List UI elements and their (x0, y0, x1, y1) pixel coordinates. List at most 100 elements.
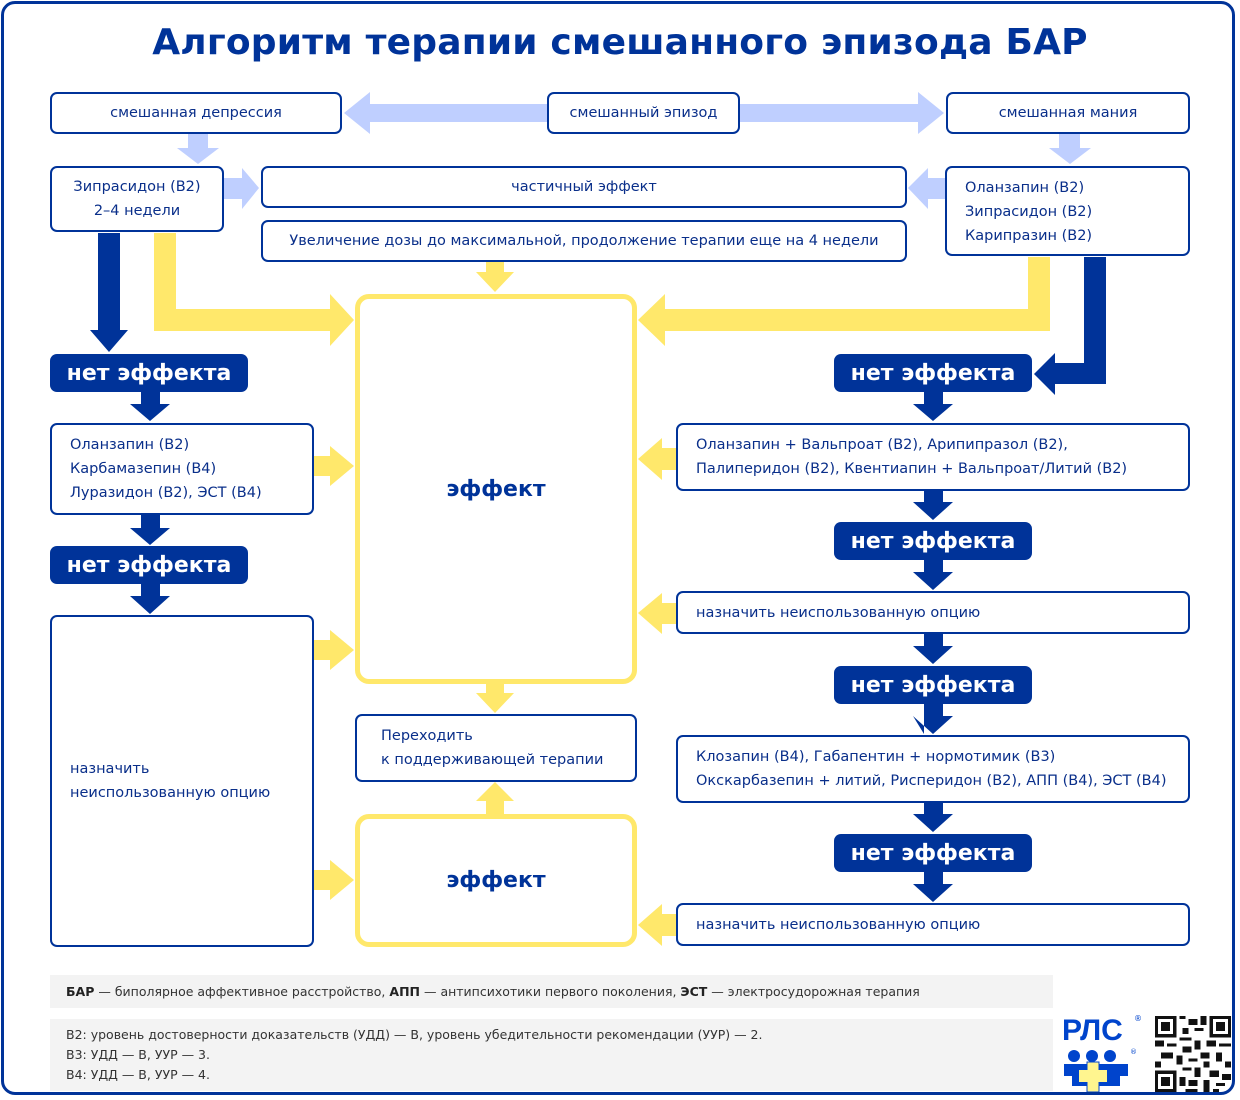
arrow-left3-to-effect-bottom (314, 860, 354, 900)
arrow-right-down-2 (913, 490, 953, 520)
no-effect-label: нет эффекта (850, 528, 1016, 554)
effect-bottom-box: эффект (355, 814, 637, 947)
arrow-left-down-3 (130, 584, 170, 614)
qr-code (1155, 1016, 1231, 1092)
evidence-level-line: В3: УДД — В, УУР — 3. (66, 1047, 210, 1062)
no-effect-badge-left-1: нет эффекта (50, 354, 248, 392)
no-effect-label: нет эффекта (850, 672, 1016, 698)
mixed-episode-box: смешанный эпизод (547, 92, 740, 134)
maintenance-box: Переходить к поддерживающей терапии (355, 714, 637, 782)
mixed-depression-box: смешанная депрессия (50, 92, 342, 134)
no-effect-badge-right-4: нет эффекта (834, 834, 1032, 872)
svg-text:®: ® (1130, 1048, 1137, 1056)
right-first-line-box: Оланзапин (В2) Зипрасидон (В2) Карипрази… (945, 166, 1190, 256)
arrow-depression-down (177, 134, 219, 164)
arrow-right-elbow-no-effect (1034, 257, 1106, 395)
left-first-line-drug: Зипрасидон (В2) (73, 179, 201, 195)
left-unused-option-box: назначить неиспользованную опцию (50, 615, 314, 947)
arrow-right-to-partial (908, 168, 946, 209)
abbr-def: — биполярное аффективное расстройство, (94, 984, 390, 999)
effect-main-label: эффект (446, 476, 546, 502)
arrow-left-no-effect-1 (90, 233, 128, 352)
arrow-dose-to-effect (476, 262, 514, 292)
effect-bottom-label: эффект (446, 868, 546, 893)
partial-effect-label: частичный эффект (511, 179, 657, 195)
right-third-line-item: Окскарбазепин + литий, Рисперидон (В2), … (696, 773, 1167, 789)
right-first-line-item: Карипразин (В2) (965, 228, 1093, 244)
dose-increase-label: Увеличение дозы до максимальной, продолж… (289, 233, 879, 249)
left-second-line-box: Оланзапин (В2) Карбамазепин (В4) Луразид… (50, 423, 314, 515)
no-effect-badge-left-2: нет эффекта (50, 546, 248, 584)
arrow-to-mixed-mania (738, 92, 944, 134)
rls-logo: РЛС ® ® (1062, 1014, 1146, 1092)
right-second-line-item: Палиперидон (В2), Квентиапин + Вальпроат… (696, 461, 1128, 477)
right-first-line-item: Зипрасидон (В2) (965, 204, 1093, 220)
left-second-line-item: Карбамазепин (В4) (70, 461, 217, 477)
no-effect-badge-right-1: нет эффекта (834, 354, 1032, 392)
abbreviations-note: БАР — биполярное аффективное расстройств… (50, 975, 1053, 1008)
rls-logo-emblem: ® (1064, 1048, 1137, 1092)
no-effect-badge-right-2: нет эффекта (834, 522, 1032, 560)
left-first-line-box: Зипрасидон (В2) 2–4 недели (50, 166, 224, 232)
arrow-left3-to-effect (314, 630, 354, 670)
maintenance-line: к поддерживающей терапии (381, 752, 604, 768)
arrow-right3-to-effect (638, 593, 677, 634)
page-title: Алгоритм терапии смешанного эпизода БАР (152, 22, 1088, 63)
right-second-line-item: Оланзапин + Вальпроат (В2), Арипипразол … (696, 437, 1068, 453)
arrow-left-down-2 (130, 515, 170, 545)
no-effect-badge-right-3: нет эффекта (834, 666, 1032, 704)
right-second-line-box: Оланзапин + Вальпроат (В2), Арипипразол … (676, 423, 1190, 491)
evidence-level-line: В2: уровень достоверности доказательств … (66, 1027, 763, 1042)
arrow-right-down-4 (913, 634, 953, 664)
no-effect-label: нет эффекта (66, 552, 232, 578)
mixed-depression-label: смешанная депрессия (110, 105, 282, 121)
evidence-levels-note: В2: уровень достоверности доказательств … (50, 1019, 1053, 1091)
arrow-effect-to-maintenance (476, 683, 514, 713)
left-unused-option-line: неиспользованную опцию (70, 785, 271, 801)
abbr-term: ЭСТ (680, 984, 708, 999)
abbr-term: БАР (66, 984, 95, 999)
evidence-level-line: В4: УДД — В, УУР — 4. (66, 1067, 210, 1082)
arrow-right-down-3 (913, 560, 953, 590)
rls-logo-text: РЛС (1062, 1014, 1123, 1047)
abbr-term: АПП (389, 984, 420, 999)
arrow-effect-bottom-to-maintenance (476, 782, 514, 814)
arrow-right4-to-effect-bottom (638, 904, 677, 946)
arrow-right2-to-effect (638, 438, 677, 480)
abbr-def: — антипсихотики первого поколения, (420, 984, 681, 999)
arrow-mania-down (1049, 134, 1091, 164)
mixed-mania-label: смешанная мания (998, 105, 1138, 121)
mixed-mania-box: смешанная мания (946, 92, 1190, 134)
right-first-line-item: Оланзапин (В2) (965, 180, 1085, 196)
arrow-right-down-7 (913, 872, 953, 902)
arrow-left-yellow-elbow (154, 233, 354, 346)
left-second-line-item: Луразидон (В2), ЭСТ (В4) (70, 485, 262, 501)
effect-main-box: эффект (355, 294, 637, 684)
mixed-episode-label: смешанный эпизод (569, 105, 718, 121)
arrow-left-down-1 (130, 392, 170, 421)
no-effect-label: нет эффекта (850, 360, 1016, 386)
arrow-to-mixed-depression (344, 92, 548, 134)
left-second-line-item: Оланзапин (В2) (70, 437, 190, 453)
right-unused-option-box-2: назначить неиспользованную опцию (676, 903, 1190, 946)
abbr-def: — электросудорожная терапия (707, 984, 920, 999)
no-effect-label: нет эффекта (66, 360, 232, 386)
registered-mark: ® (1134, 1014, 1142, 1023)
arrow-left2-to-effect (314, 446, 354, 486)
arrow-right-down-6 (913, 802, 953, 832)
right-unused-option-label: назначить неиспользованную опцию (696, 916, 981, 933)
no-effect-label: нет эффекта (850, 840, 1016, 866)
right-unused-option-label: назначить неиспользованную опцию (696, 604, 981, 621)
arrow-right-down-1 (913, 392, 953, 421)
right-third-line-item: Клозапин (В4), Габапентин + нормотимик (… (696, 749, 1056, 765)
partial-effect-box: частичный эффект (261, 166, 907, 208)
arrow-right-yellow-elbow (638, 257, 1050, 346)
right-third-line-box: Клозапин (В4), Габапентин + нормотимик (… (676, 735, 1190, 803)
arrow-left-to-partial (223, 168, 259, 209)
maintenance-line: Переходить (381, 728, 473, 744)
dose-increase-box: Увеличение дозы до максимальной, продолж… (261, 220, 907, 262)
left-unused-option-line: назначить (70, 761, 150, 777)
arrow-right-down-5 (913, 704, 953, 734)
